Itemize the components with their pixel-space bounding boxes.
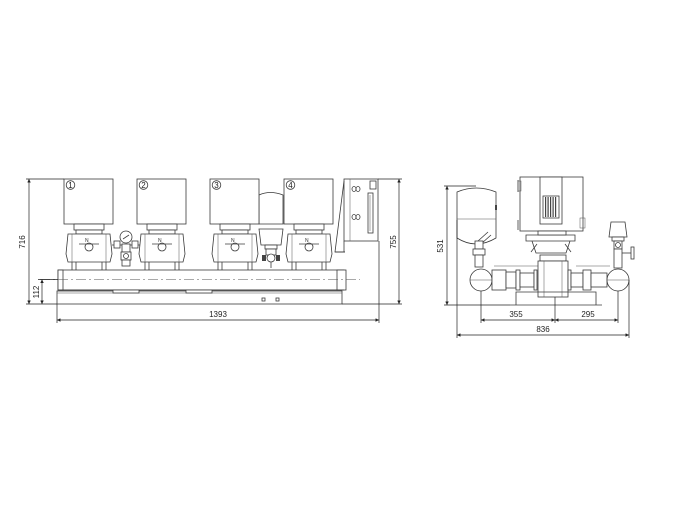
- dimension-manifold-height: 112: [32, 279, 58, 304]
- right-manifold: [567, 221, 635, 292]
- pressure-switch: [258, 228, 284, 268]
- pump-4: 4: [283, 178, 334, 277]
- side-view: 531 355 295 836: [436, 176, 635, 338]
- dimension-295: 295: [581, 310, 595, 319]
- dimension-overall-height: 716: [18, 178, 64, 305]
- dimension-overall-depth: 836: [457, 280, 630, 338]
- dimension-355: 355: [509, 310, 523, 319]
- dimension-1393: 1393: [209, 310, 227, 319]
- motor-2: [136, 178, 187, 225]
- dimension-center-offsets: 355 295: [480, 291, 619, 323]
- dimension-overall-length: 1393: [56, 241, 380, 323]
- pump-label-1: 1: [68, 181, 73, 190]
- pump-3: 3: [209, 178, 260, 277]
- dimension-836: 836: [536, 325, 550, 334]
- pump-label-2: 2: [141, 181, 146, 190]
- front-view: 1 2 3 4: [18, 178, 402, 323]
- motor-4: [283, 178, 334, 225]
- side-pump: [517, 176, 586, 298]
- control-box: [334, 178, 379, 253]
- dimension-control-height: 755: [342, 178, 402, 305]
- pump-1: 1: [63, 178, 114, 277]
- manifold: [40, 269, 360, 291]
- pump-label-4: 4: [288, 181, 293, 190]
- pressure-gauge: [112, 230, 140, 267]
- dimension-716: 716: [18, 235, 27, 249]
- dimension-531: 531: [436, 239, 445, 253]
- left-manifold: [469, 265, 540, 292]
- diaphragm-tank: [456, 187, 497, 268]
- pump-2: 2: [136, 178, 187, 277]
- motor-3: [209, 178, 260, 225]
- dimension-755: 755: [389, 235, 398, 249]
- base-frame: [56, 289, 343, 305]
- side-base: [510, 291, 602, 306]
- dimension-tank-height: 531: [436, 185, 510, 338]
- dimension-112: 112: [32, 285, 41, 298]
- motor-1: [63, 178, 114, 225]
- pump-label-3: 3: [214, 181, 219, 190]
